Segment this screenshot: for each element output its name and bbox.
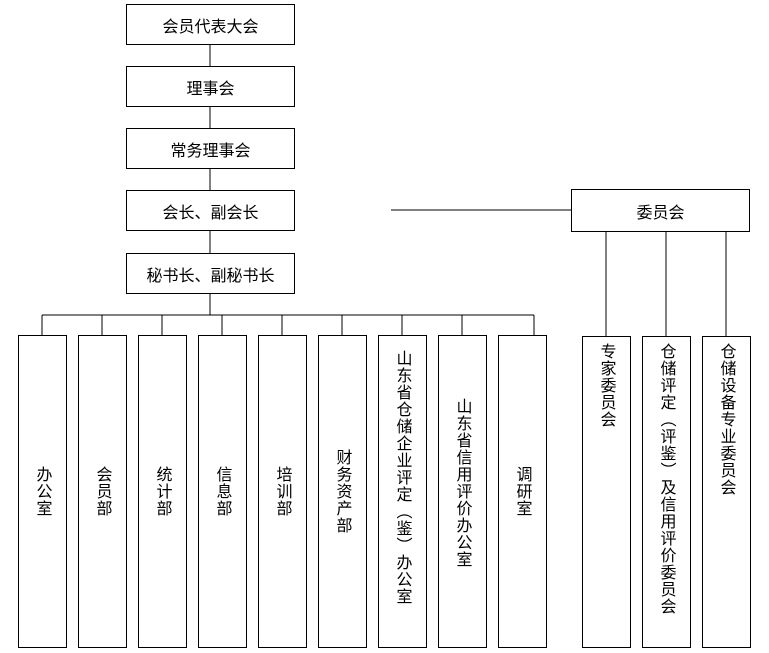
department-box: 调研室 [498,335,547,648]
president-label: 会长、副会长 [162,202,259,222]
department-box: 山东省信用评价办公室 [438,335,487,648]
department-label: 山东省信用评价办公室 [453,398,473,568]
council-label: 理事会 [186,78,235,98]
president-box: 会长、副会长 [126,190,295,231]
department-box: 会员部 [78,335,127,648]
department-label: 财务资产部 [333,449,353,534]
committee-sub-label: 仓储设备专业委员会 [717,343,737,496]
general-assembly-label: 会员代表大会 [162,16,259,36]
department-box: 统计部 [138,335,187,648]
committee-sub-box: 仓储设备专业委员会 [702,336,751,648]
department-label: 统计部 [153,466,173,517]
committee-box: 委员会 [571,189,750,232]
department-box: 山东省仓储企业评定（鉴）办公室 [378,335,427,648]
department-label: 会员部 [93,466,113,517]
committee-sub-label: 仓储评定（评鉴）及信用评价委员会 [657,343,677,615]
department-label: 山东省仓储企业评定（鉴）办公室 [393,350,413,605]
general-assembly-box: 会员代表大会 [126,4,295,45]
standing-council-label: 常务理事会 [170,140,251,160]
committee-sub-box: 仓储评定（评鉴）及信用评价委员会 [642,336,691,648]
standing-council-box: 常务理事会 [126,128,295,169]
department-box: 培训部 [258,335,307,648]
department-label: 培训部 [273,466,293,517]
committee-sub-label: 专家委员会 [597,343,617,428]
department-label: 办公室 [33,466,53,517]
department-label: 调研室 [513,466,533,517]
department-box: 信息部 [198,335,247,648]
department-box: 财务资产部 [318,335,367,648]
secretary-general-box: 秘书长、副秘书长 [126,253,295,294]
department-label: 信息部 [213,466,233,517]
committee-label: 委员会 [636,202,685,222]
committee-sub-box: 专家委员会 [582,336,631,648]
department-box: 办公室 [18,335,67,648]
secretary-general-label: 秘书长、副秘书长 [146,265,275,285]
council-box: 理事会 [126,66,295,107]
